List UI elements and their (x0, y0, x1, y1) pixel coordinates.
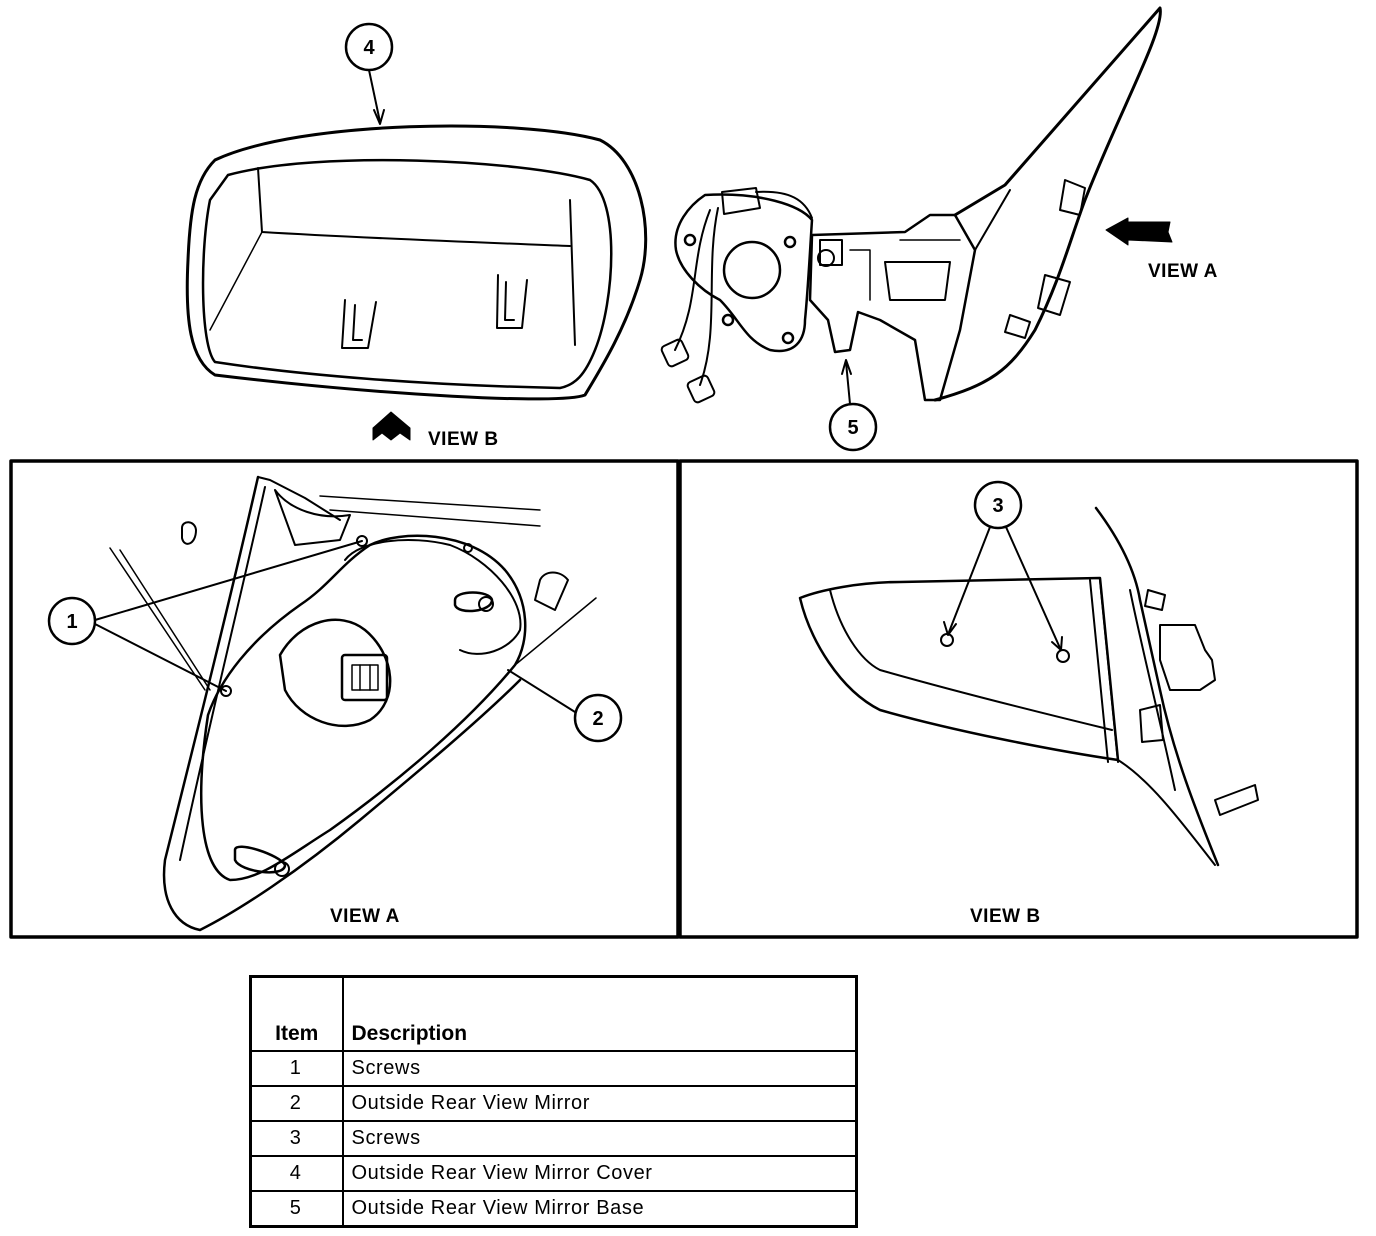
callout-4-label: 4 (363, 37, 375, 59)
callout-3 (943, 480, 1063, 651)
view-a-arrow-label: VIEW A (1148, 261, 1218, 282)
mirror-cover-drawing (185, 124, 648, 401)
callout-5 (828, 359, 878, 452)
parts-table: Item Description 1 Screws 2 Outside Rear… (249, 975, 858, 1228)
table-row: 5 Outside Rear View Mirror Base (249, 1190, 858, 1228)
callout-3-label: 3 (992, 495, 1003, 517)
item-number: 5 (249, 1190, 344, 1228)
view-b-arrow-label: VIEW B (428, 429, 499, 450)
view-b-drawing (798, 506, 1259, 867)
view-a-panel (9, 459, 680, 939)
item-description: Outside Rear View Mirror (341, 1085, 858, 1122)
callout-2 (507, 669, 623, 743)
table-row: 2 Outside Rear View Mirror (249, 1085, 858, 1122)
item-number: 2 (249, 1085, 344, 1122)
item-number: 1 (249, 1050, 344, 1087)
table-row: 1 Screws (249, 1050, 858, 1087)
callout-4 (344, 22, 394, 125)
item-number: 3 (249, 1120, 344, 1157)
item-description: Screws (341, 1050, 858, 1087)
item-description: Outside Rear View Mirror Base (341, 1190, 858, 1228)
item-description: Outside Rear View Mirror Cover (341, 1155, 858, 1192)
view-a-arrow-icon (1105, 217, 1173, 246)
table-header-row: Item Description (249, 975, 858, 1052)
header-item: Item (249, 975, 344, 1052)
callout-5-label: 5 (847, 417, 858, 439)
header-description: Description (341, 975, 858, 1052)
view-b-panel-label: VIEW B (970, 906, 1041, 927)
table-row: 3 Screws (249, 1120, 858, 1157)
callout-2-label: 2 (592, 708, 603, 730)
callout-1 (47, 540, 363, 692)
callout-1-label: 1 (66, 611, 77, 633)
view-a-drawing (109, 475, 597, 932)
view-a-panel-label: VIEW A (330, 906, 400, 927)
item-number: 4 (249, 1155, 344, 1192)
view-b-panel (678, 459, 1359, 939)
item-description: Screws (341, 1120, 858, 1157)
view-b-arrow-icon (372, 411, 411, 441)
mirror-base-drawing (660, 6, 1162, 404)
table-row: 4 Outside Rear View Mirror Cover (249, 1155, 858, 1192)
